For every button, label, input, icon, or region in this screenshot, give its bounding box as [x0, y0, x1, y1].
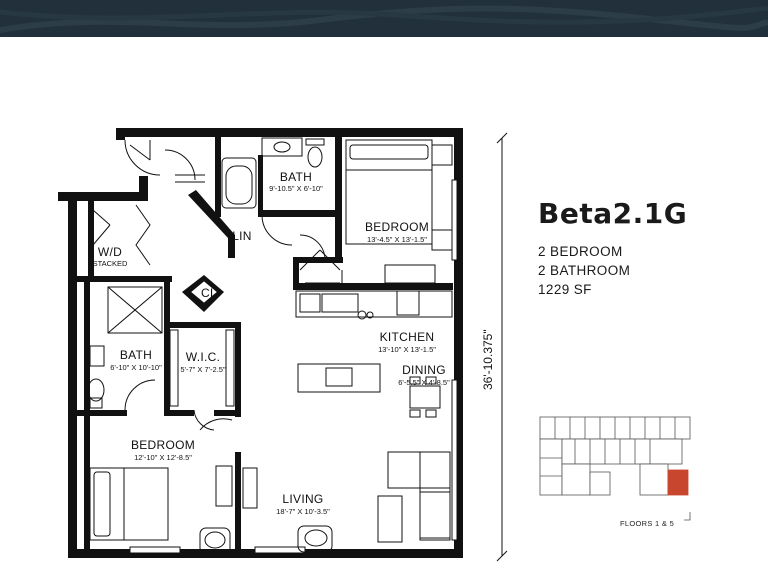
wic-dim: 5'-7" X 7'-2.5": [180, 365, 226, 374]
bedroom-bottom-dim: 12'-10" X 12'-8.5": [134, 453, 192, 462]
bath-top-label: BATH: [280, 170, 312, 184]
bedroom-top-dim: 13'-4.5" X 13'-1.5": [367, 235, 427, 244]
key-plan: [539, 416, 691, 496]
bedroom-top-label: BEDROOM: [365, 220, 429, 234]
bath-top-dim: 9'-10.5" X 6'-10": [269, 184, 323, 193]
cl-closet: [191, 281, 217, 303]
living-label: LIVING: [282, 492, 323, 506]
dining-dim: 6'-5.5" X 4'-8.5": [398, 378, 450, 387]
unit-info-panel: Beta2.1G 2 BEDROOM 2 BATHROOM 1229 SF: [538, 196, 687, 299]
unit-title: Beta2.1G: [538, 197, 688, 230]
header-banner: [0, 0, 768, 37]
kitchen-dim: 13'-10" X 13'-1.5": [378, 345, 436, 354]
bath-left-label: BATH: [120, 348, 152, 362]
lin-label: LIN: [232, 229, 252, 243]
living-dim: 18'-7" X 10'-3.5": [276, 507, 330, 516]
cl-label: CL: [201, 286, 217, 300]
wd-sub-label: STACKED: [93, 259, 128, 268]
kitchen-label: KITCHEN: [380, 330, 435, 344]
key-plan-label: FLOORS 1 & 5: [620, 519, 675, 528]
windows: [129, 179, 458, 554]
bedroom-bottom-label: BEDROOM: [131, 438, 195, 452]
dimension-line: [496, 132, 508, 562]
unit-bathrooms: 2 BATHROOM: [538, 263, 631, 278]
wic-label: W.I.C.: [186, 350, 220, 364]
highlighted-unit: [667, 469, 689, 496]
header-texture: [0, 5, 768, 33]
dining-label: DINING: [402, 363, 446, 377]
unit-bedrooms: 2 BEDROOM: [538, 244, 623, 259]
overall-dimension-label: 36'-10.375": [481, 329, 495, 390]
wd-label: W/D: [98, 245, 122, 259]
fixtures: [87, 137, 453, 555]
key-plan-leader: [684, 512, 691, 521]
room-labels: BATH 9'-10.5" X 6'-10" BEDROOM 13'-4.5" …: [93, 170, 451, 516]
unit-area: 1229 SF: [538, 282, 592, 297]
bath-left-dim: 6'-10" X 10'-10": [110, 363, 162, 372]
